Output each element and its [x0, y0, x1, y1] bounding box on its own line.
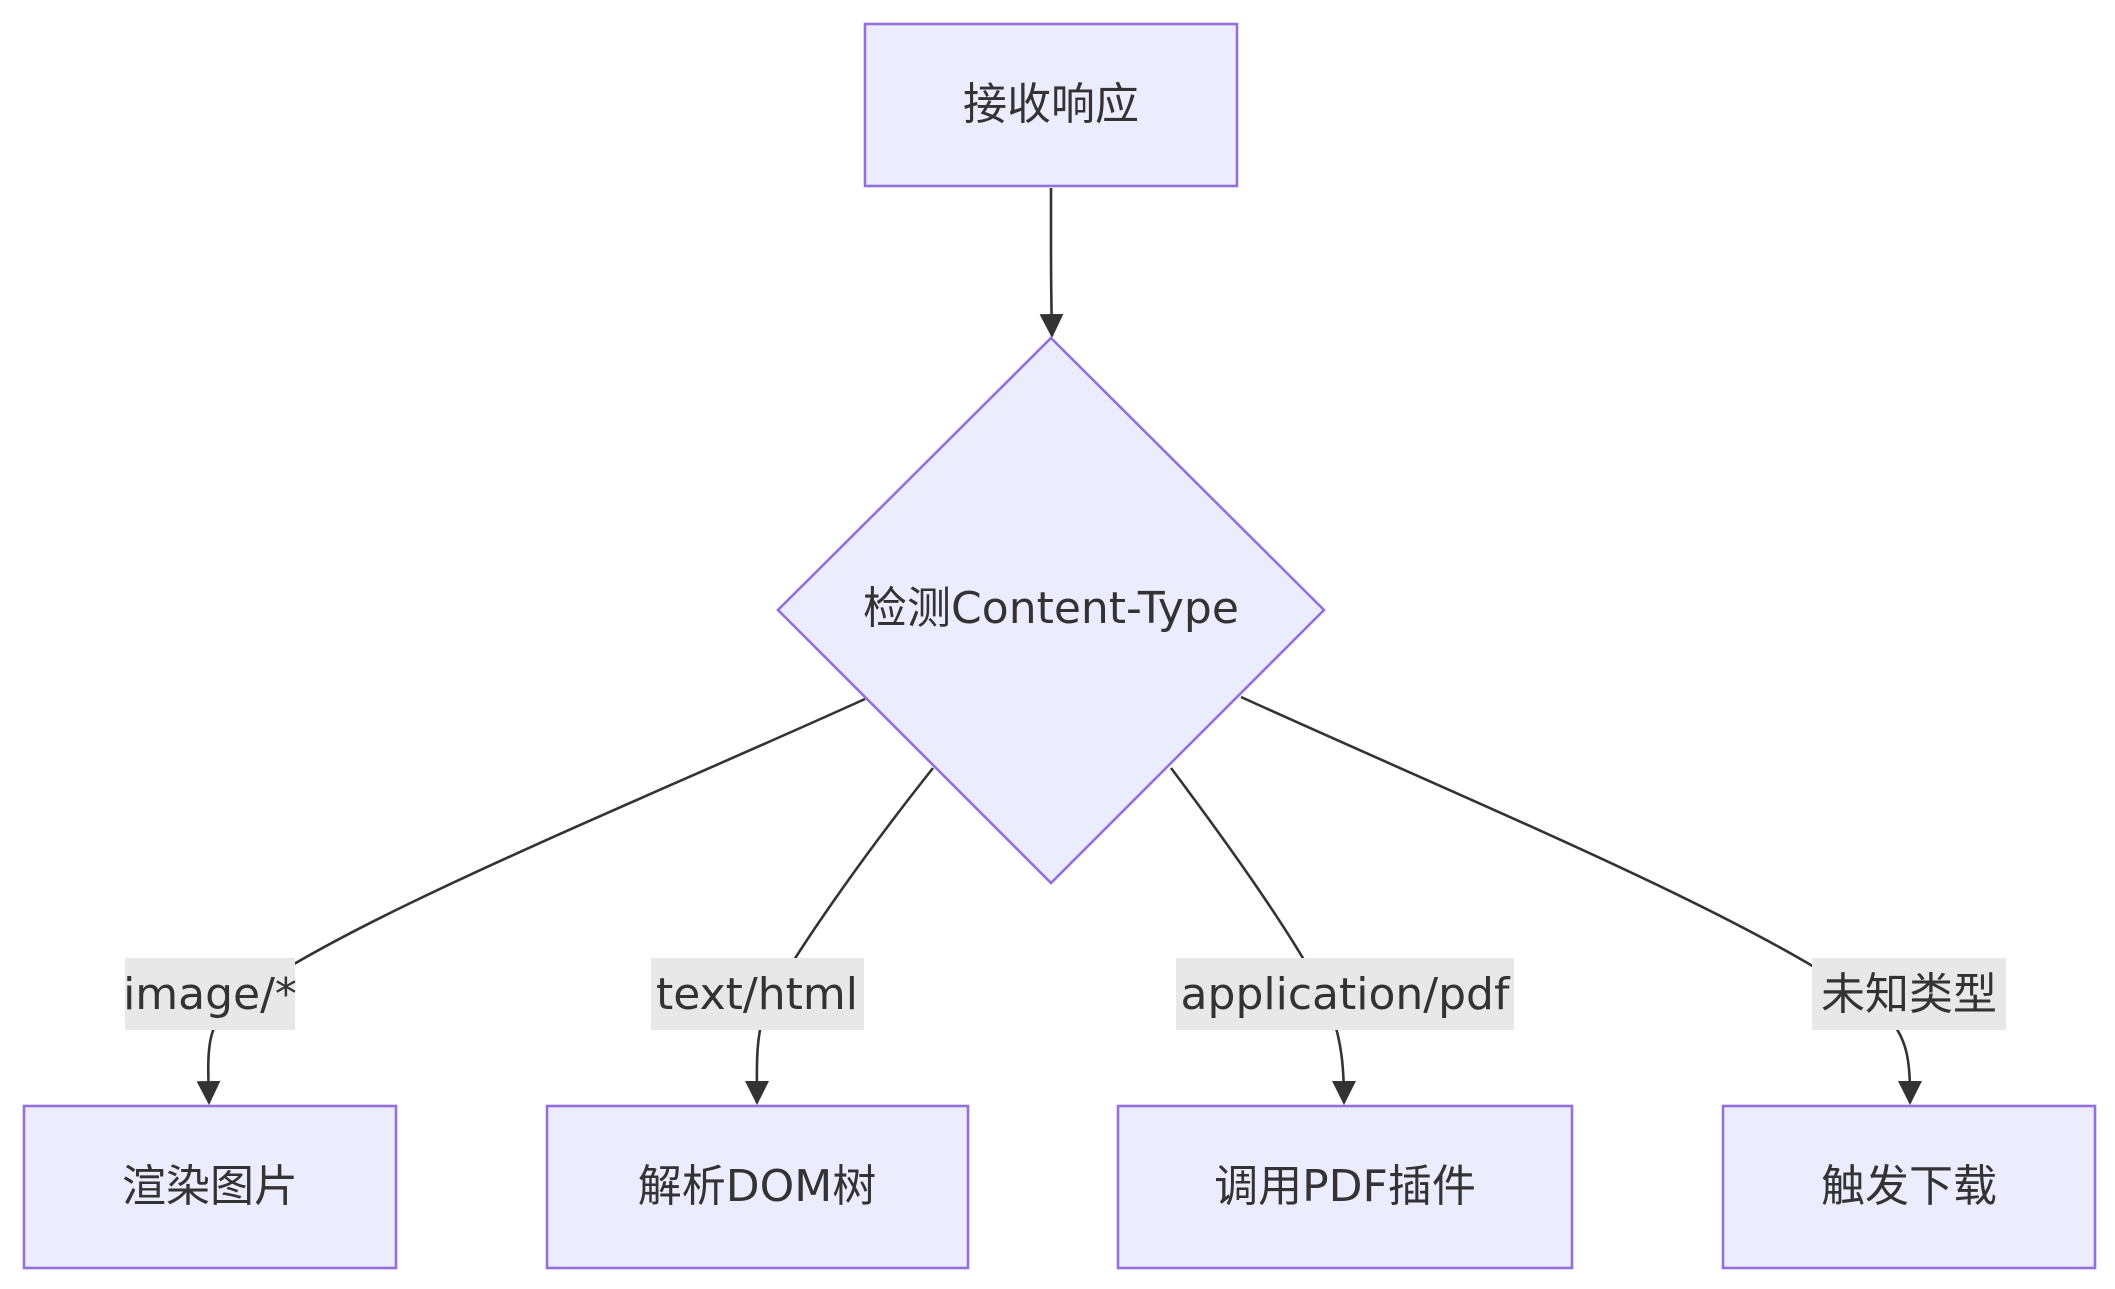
edge-label-image-text: image/* — [123, 969, 297, 1020]
node-render-image-label: 渲染图片 — [122, 1161, 298, 1212]
edge-decision-to-pdf-plugin — [1169, 767, 1356, 1105]
node-decision[interactable]: 检测Content-Type — [776, 336, 1326, 885]
edge-label-pdf: application/pdf — [1176, 958, 1514, 1030]
node-start[interactable]: 接收响应 — [863, 22, 1239, 188]
nodes: 接收响应 检测Content-Type 渲染图片 解析DOM树 调用PDF插件 … — [22, 22, 2097, 1270]
edge-label-unknown-text: 未知类型 — [1821, 969, 1997, 1020]
edge-label-image: image/* — [123, 958, 297, 1030]
node-start-label: 接收响应 — [963, 79, 1139, 130]
edge-labels: image/* text/html application/pdf 未知类型 — [123, 958, 2006, 1030]
node-pdf-plugin[interactable]: 调用PDF插件 — [1116, 1104, 1574, 1270]
edge-decision-to-render-image — [196, 697, 866, 1105]
edge-decision-to-parse-dom — [744, 767, 935, 1105]
node-parse-dom[interactable]: 解析DOM树 — [545, 1104, 970, 1270]
edge-label-html-text: text/html — [656, 969, 858, 1020]
node-download-label: 触发下载 — [1821, 1161, 1997, 1212]
node-pdf-plugin-label: 调用PDF插件 — [1214, 1161, 1476, 1212]
node-decision-label: 检测Content-Type — [863, 583, 1239, 634]
edge-label-pdf-text: application/pdf — [1181, 969, 1511, 1020]
node-render-image[interactable]: 渲染图片 — [22, 1104, 398, 1270]
edge-label-html: text/html — [651, 958, 864, 1030]
edge-start-to-decision — [1039, 188, 1064, 338]
edge-decision-to-download — [1240, 695, 1922, 1105]
node-parse-dom-label: 解析DOM树 — [638, 1161, 876, 1212]
node-download[interactable]: 触发下载 — [1721, 1104, 2097, 1270]
edge-label-unknown: 未知类型 — [1812, 958, 2006, 1030]
